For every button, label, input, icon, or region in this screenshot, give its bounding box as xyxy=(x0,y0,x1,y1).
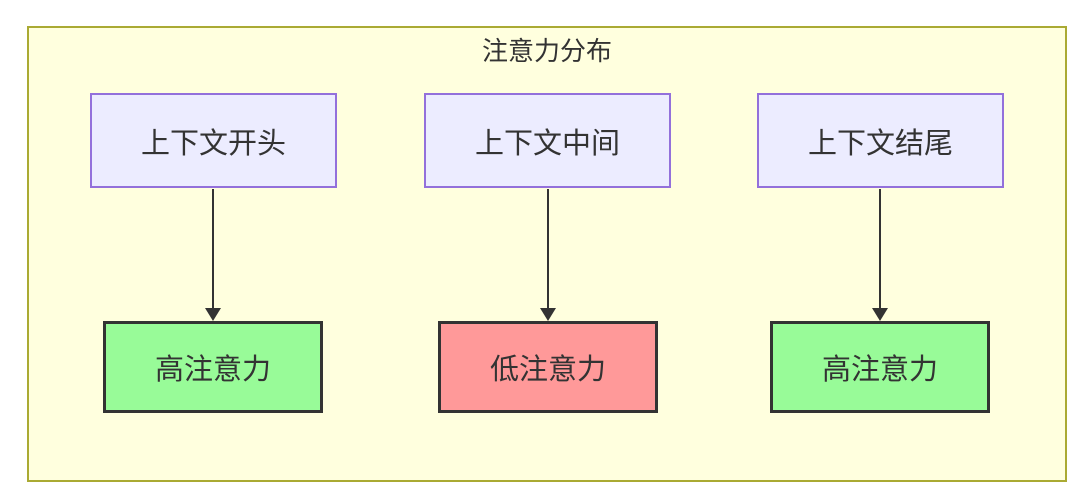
arrow-down-icon xyxy=(205,308,221,321)
node-context-start-label: 上下文开头 xyxy=(140,127,286,160)
node-high-attention-1-label: 高注意力 xyxy=(154,354,271,386)
node-high-attention-2: 高注意力 xyxy=(770,321,990,413)
diagram-title: 注意力分布 xyxy=(481,36,612,66)
node-high-attention-1: 高注意力 xyxy=(103,321,323,413)
arrow-down-icon xyxy=(872,308,888,321)
node-context-middle-label: 上下文中间 xyxy=(474,127,620,160)
node-context-middle: 上下文中间 xyxy=(424,93,671,188)
node-low-attention-label: 低注意力 xyxy=(489,354,606,386)
arrow-line-1 xyxy=(212,189,214,311)
node-high-attention-2-label: 高注意力 xyxy=(821,354,938,386)
arrow-down-icon xyxy=(540,308,556,321)
arrow-line-2 xyxy=(547,189,549,311)
node-low-attention: 低注意力 xyxy=(438,321,658,413)
arrow-line-3 xyxy=(879,189,881,311)
node-context-start: 上下文开头 xyxy=(90,93,337,188)
node-context-end-label: 上下文结尾 xyxy=(807,127,953,160)
node-context-end: 上下文结尾 xyxy=(757,93,1004,188)
